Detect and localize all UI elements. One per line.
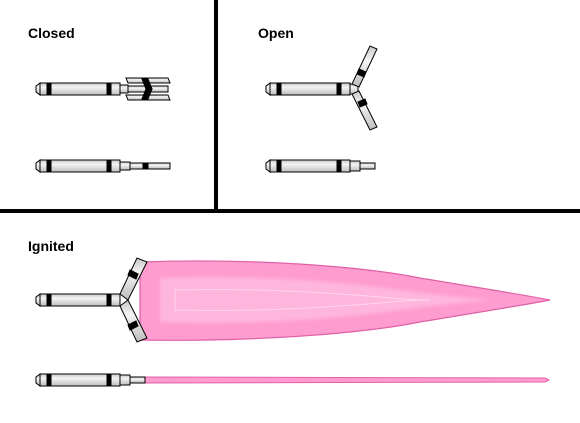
closed-label: Closed <box>28 25 75 41</box>
grip-band <box>106 293 112 307</box>
emitter-collar <box>119 161 131 171</box>
core-rod <box>129 162 171 170</box>
grip-band <box>46 373 52 387</box>
pommel <box>35 373 41 387</box>
prong-band <box>356 68 367 78</box>
open-hilt-side <box>265 159 376 173</box>
emitter-tip <box>129 376 146 384</box>
open-prong-upper <box>351 45 378 88</box>
prong-band <box>127 269 139 280</box>
open-label: Open <box>258 25 294 41</box>
ignited-hilt-top <box>35 257 148 343</box>
pommel <box>265 82 271 96</box>
grip-band <box>336 82 342 96</box>
emitter-prong-upper <box>119 257 148 301</box>
panel-dividers <box>0 0 580 213</box>
blade-core <box>160 277 490 323</box>
emitter-collar <box>119 84 129 94</box>
grip-band <box>276 82 282 96</box>
open-hilt-top <box>265 45 378 131</box>
closed-hilt-top <box>35 77 171 101</box>
ignited-label: Ignited <box>28 238 74 254</box>
grip-band <box>46 82 52 96</box>
closed-hilt-side <box>35 159 171 173</box>
emitter-collar <box>119 374 131 386</box>
grip-band <box>106 373 112 387</box>
ignited-blade-thin <box>144 376 551 384</box>
grip-band <box>46 159 52 173</box>
grip-band <box>276 159 282 173</box>
pommel <box>35 159 41 173</box>
emitter-tip <box>359 162 376 170</box>
blade-highlight <box>174 288 431 312</box>
prong-band <box>357 98 368 108</box>
emitter-collar <box>349 160 361 172</box>
open-prong-lower <box>351 90 378 131</box>
grip-band <box>46 293 52 307</box>
rod-band <box>142 162 149 170</box>
hilt-body <box>39 293 121 307</box>
grip-band <box>106 159 112 173</box>
emitter-prong-lower <box>119 299 148 343</box>
pommel <box>265 159 271 173</box>
ignited-blade-wide <box>139 260 551 341</box>
thin-blade <box>144 376 551 384</box>
grip-band <box>336 159 342 173</box>
pommel <box>35 293 41 307</box>
grip-band <box>106 82 112 96</box>
prong-band <box>141 88 153 100</box>
pommel <box>35 82 41 96</box>
prong-band <box>127 320 139 331</box>
ignited-hilt-side <box>35 373 146 387</box>
